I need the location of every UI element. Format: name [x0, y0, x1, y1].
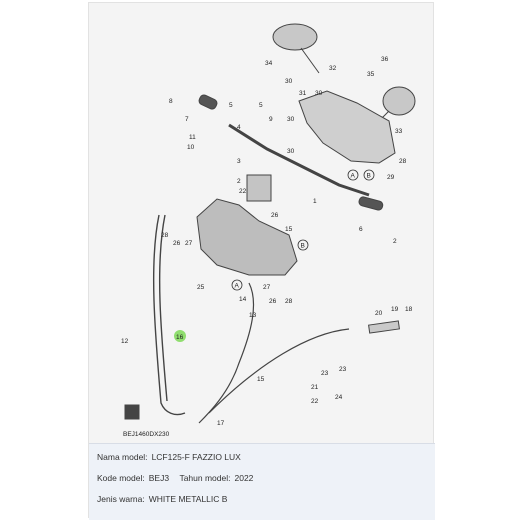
part-number-25: 25: [197, 284, 205, 291]
upper-cover: [298, 90, 396, 164]
model-code-value: BEJ3: [148, 473, 170, 483]
callout-a-mid-label: A: [235, 283, 240, 290]
part-number-19: 19: [391, 306, 399, 313]
model-year-value: 2022: [234, 473, 254, 483]
part-number-18: 18: [405, 306, 413, 313]
part-number-26: 26: [271, 212, 279, 219]
callout-letters: A B B A: [235, 173, 371, 290]
part-number-23b: 23: [339, 366, 347, 373]
diagram-code: BEJ1460DX230: [123, 431, 170, 438]
part-number-20: 20: [375, 310, 383, 317]
part-number-12: 12: [121, 338, 129, 345]
model-name-value: LCF125-F FAZZIO LUX: [151, 452, 241, 462]
part-number-7: 7: [185, 116, 189, 123]
part-number-21: 21: [311, 384, 319, 391]
part-labels: 34 32 36 35 30 31 30 30 33 28 29 30 8 7 …: [121, 56, 413, 427]
part-number-22: 22: [239, 188, 247, 195]
part-number-11: 11: [189, 134, 196, 141]
part-number-10: 10: [187, 144, 195, 151]
callout-a-mid: [231, 279, 243, 291]
front-cover: [196, 198, 298, 276]
bracket: [246, 174, 272, 202]
part-number-1: 1: [313, 198, 317, 205]
part-number-5: 5: [229, 102, 233, 109]
model-info-panel: Nama model:LCF125-F FAZZIO LUX Kode mode…: [89, 443, 435, 520]
part-number-30c: 30: [287, 116, 295, 123]
model-code-row: Kode model:BEJ3 Tahun model:2022: [97, 473, 253, 483]
model-year-label: Tahun model:: [179, 473, 231, 483]
part-number-5b: 5: [259, 102, 263, 109]
part-number-26b: 26: [173, 240, 181, 247]
part-number-15: 15: [285, 226, 293, 233]
part-number-27b: 27: [263, 284, 271, 291]
part-number-6: 6: [359, 226, 363, 233]
throttle-part: [368, 320, 400, 334]
part-number-36: 36: [381, 56, 389, 63]
part-number-27: 27: [185, 240, 193, 247]
part-number-30a: 30: [285, 78, 293, 85]
model-code-label: Kode model:: [97, 473, 145, 483]
part-number-15b: 15: [257, 376, 265, 383]
highlighted-part-16[interactable]: 16: [174, 330, 186, 342]
part-number-22b: 22: [311, 398, 319, 405]
part-number-8: 8: [169, 98, 173, 105]
color-value: WHITE METALLIC B: [148, 494, 228, 504]
part-number-9: 9: [269, 116, 273, 123]
left-grip: [198, 94, 218, 110]
part-number-4: 4: [237, 124, 241, 131]
part-number-35: 35: [367, 71, 375, 78]
handlebar-illustration: [124, 23, 416, 424]
callout-b-top: [363, 169, 375, 181]
callout-a-top-label: A: [351, 173, 356, 180]
part-number-29: 29: [387, 174, 395, 181]
part-number-32: 32: [329, 65, 337, 72]
part-number-30b: 30: [315, 90, 323, 97]
parts-diagram[interactable]: 34 32 36 35 30 31 30 30 33 28 29 30 8 7 …: [89, 3, 435, 443]
product-image-frame: 34 32 36 35 30 31 30 30 33 28 29 30 8 7 …: [88, 2, 435, 520]
part-number-28b: 28: [161, 232, 169, 239]
cable-end: [124, 404, 140, 420]
left-mirror: [272, 23, 318, 51]
part-number-2b: 2: [393, 238, 397, 245]
callout-a-top: [347, 169, 359, 181]
part-number-17: 17: [217, 420, 225, 427]
callout-b-mid-label: B: [301, 243, 305, 250]
color-row: Jenis warna:WHITE METALLIC B: [97, 494, 227, 504]
part-number-31: 31: [299, 90, 307, 97]
part-number-34: 34: [265, 60, 273, 67]
color-label: Jenis warna:: [97, 494, 145, 504]
callout-b-top-label: B: [367, 173, 371, 180]
callout-markers: [231, 169, 375, 291]
model-name-row: Nama model:LCF125-F FAZZIO LUX: [97, 452, 241, 462]
model-name-label: Nama model:: [97, 452, 148, 462]
part-number-26c: 26: [269, 298, 277, 305]
part-number-13: 13: [249, 312, 257, 319]
part-number-33: 33: [395, 128, 403, 135]
part-number-16: 16: [176, 334, 184, 341]
right-mirror: [382, 86, 416, 116]
right-grip: [358, 196, 384, 211]
part-number-14: 14: [239, 296, 247, 303]
part-number-30d: 30: [287, 148, 295, 155]
part-number-23: 23: [321, 370, 329, 377]
part-number-28c: 28: [285, 298, 293, 305]
part-number-2: 2: [237, 178, 241, 185]
callout-b-mid: [297, 239, 309, 251]
part-number-28: 28: [399, 158, 407, 165]
part-number-3: 3: [237, 158, 241, 165]
part-number-24: 24: [335, 394, 343, 401]
